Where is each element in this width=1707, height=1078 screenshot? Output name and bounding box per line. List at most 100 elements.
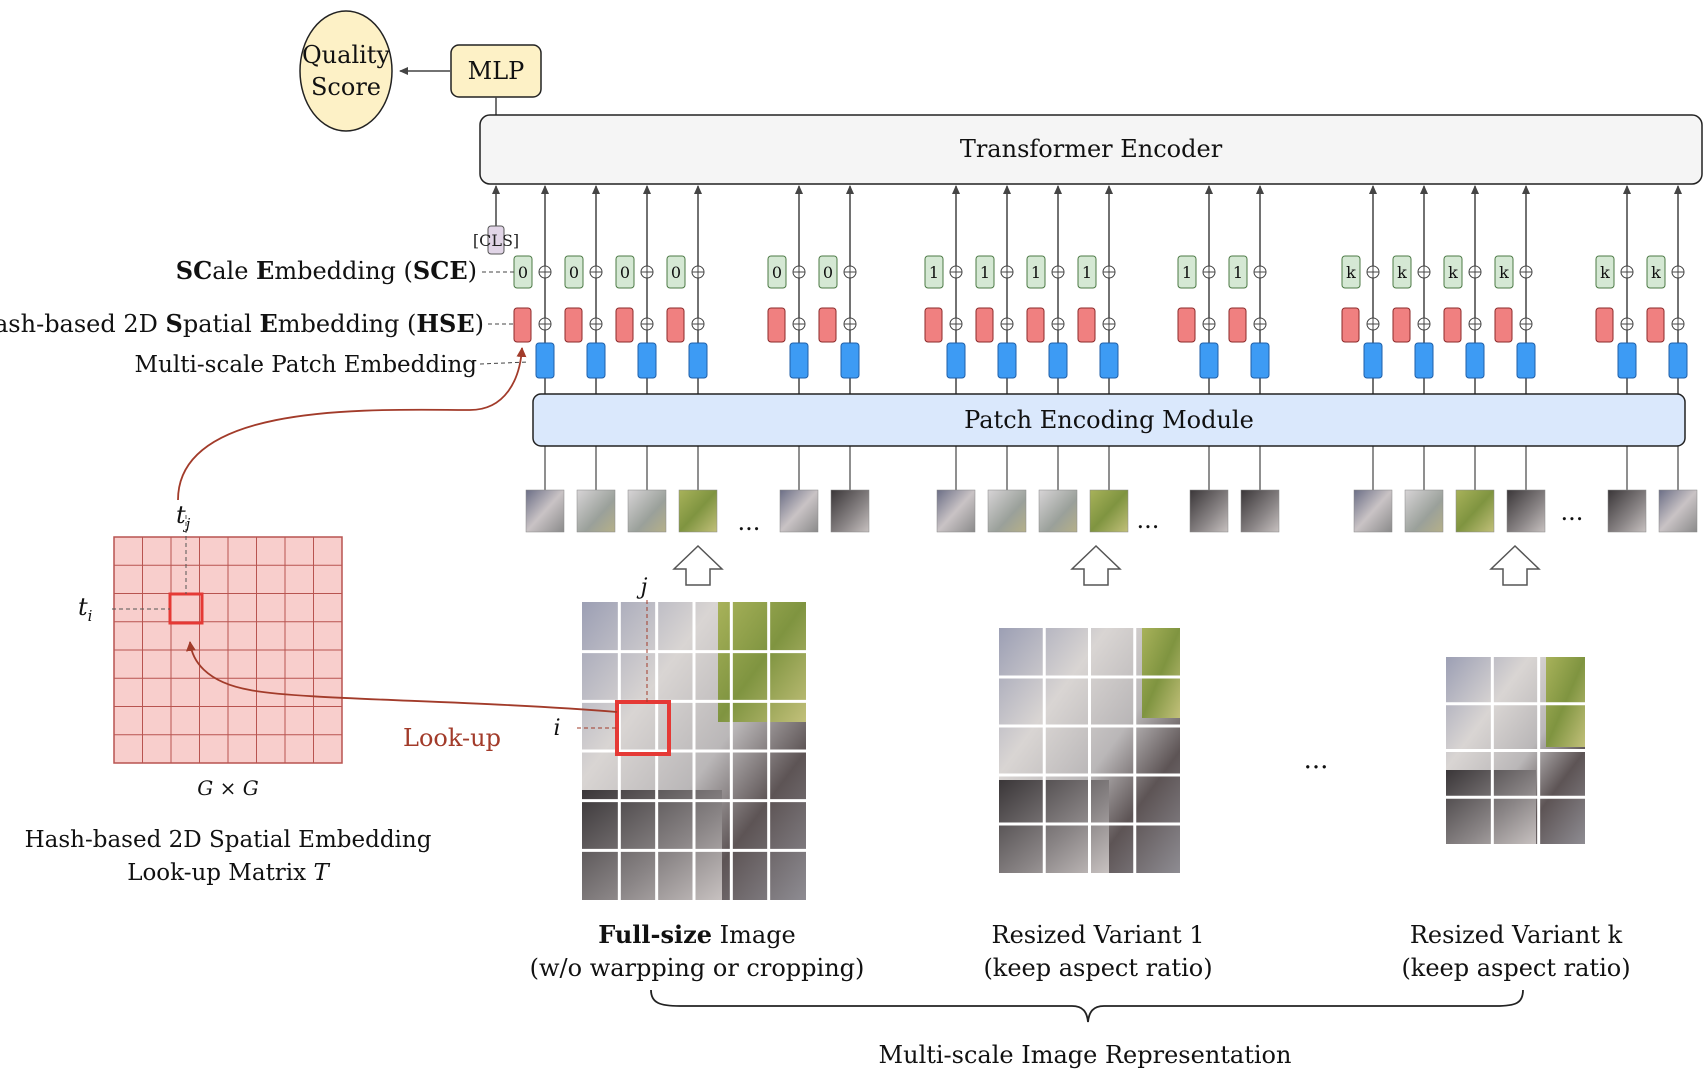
hse-plus-icon (1621, 318, 1633, 330)
token-column-variant1-2: 1 (1026, 185, 1068, 490)
hse-plus-icon (793, 318, 805, 330)
transformer-encoder: Transformer Encoder (479, 114, 1703, 185)
hse-plus-icon (692, 318, 704, 330)
sce-plus-icon (1672, 266, 1684, 278)
sce-token (1177, 255, 1197, 289)
sce-token-index: 0 (772, 263, 782, 282)
variant-ellipsis: ... (1304, 745, 1329, 775)
transformer-label: Transformer Encoder (960, 135, 1223, 163)
token-column-full-3: 0 (666, 185, 708, 490)
vk-caption-line1: Resized Variant k (1410, 921, 1623, 949)
sce-label: SCale Embedding (SCE) (176, 256, 477, 285)
sce-plus-icon (950, 266, 962, 278)
sce-token-index: 0 (518, 263, 528, 282)
patch-embedding-token (586, 342, 606, 379)
hse-plus-icon (950, 318, 962, 330)
sce-token (767, 255, 787, 289)
patch-encoding-label: Patch Encoding Module (964, 406, 1254, 434)
token-column-full-1: 0 (564, 185, 606, 490)
mlp-node: MLP (450, 44, 542, 98)
v1-caption-line1: Resized Variant 1 (992, 921, 1205, 949)
hse-token (1443, 307, 1462, 343)
token-column-variantk-2: k (1443, 185, 1485, 490)
token-column-variantk-5: k (1646, 185, 1688, 490)
token-column-full-5: 0 (818, 185, 860, 490)
patch-embedding-token (1465, 342, 1485, 379)
quality-score-node: Quality Score (299, 10, 393, 132)
hse-token (1494, 307, 1513, 343)
highlighted-patch (615, 700, 671, 756)
mpe-label: Multi-scale Patch Embedding (135, 352, 478, 378)
quality-score-line1: Quality (302, 41, 390, 69)
hse-token (1646, 307, 1665, 343)
patch-embedding-token (1617, 342, 1637, 379)
patch-embedding-token (637, 342, 657, 379)
full-size-image (582, 602, 806, 900)
patch-embedding-token (1048, 342, 1068, 379)
lookup-label: Look-up (403, 724, 501, 752)
sce-token (818, 255, 838, 289)
hse-token (1026, 307, 1045, 343)
patch-encoding-module: Patch Encoding Module (532, 393, 1686, 447)
matrix-grid-lines (114, 537, 342, 763)
up-arrow-v1 (1070, 544, 1122, 586)
patch-thumbnail (1658, 489, 1698, 533)
patch-thumbnail (1455, 489, 1495, 533)
patch-embedding-token (1516, 342, 1536, 379)
sce-plus-icon (1254, 266, 1266, 278)
lookup-arrow (186, 641, 618, 713)
mpe-dash (479, 361, 529, 365)
sce-token (1443, 255, 1463, 289)
sce-token (1494, 255, 1514, 289)
matrix-size-label: G × G (197, 776, 258, 800)
sce-plus-icon (590, 266, 602, 278)
sce-token (1646, 255, 1666, 289)
sce-plus-icon (1203, 266, 1215, 278)
hash-matrix (113, 536, 343, 764)
token-column-variant1-4: 1 (1177, 185, 1219, 490)
hse-token (1595, 307, 1614, 343)
bottom-brace (650, 989, 1524, 1023)
tj-label: tj (176, 501, 191, 533)
sce-token-index: 0 (671, 263, 681, 282)
token-column-variantk-3: k (1494, 185, 1536, 490)
hse-plus-icon (641, 318, 653, 330)
mlp-label: MLP (468, 57, 525, 85)
sce-token (975, 255, 995, 289)
hse-plus-icon (590, 318, 602, 330)
sce-token-index: k (1499, 263, 1509, 282)
hse-plus-icon (1254, 318, 1266, 330)
patch-thumbnail (1404, 489, 1444, 533)
sce-token-index: 1 (1233, 263, 1243, 282)
up-arrow-full (672, 544, 724, 586)
sce-token-index: 0 (569, 263, 579, 282)
hse-token (666, 307, 685, 343)
variantk-image (1446, 657, 1585, 844)
sce-token (1392, 255, 1412, 289)
v1-caption-line2: (keep aspect ratio) (983, 954, 1212, 982)
patch-thumbnail (987, 489, 1027, 533)
patch-thumbnail (936, 489, 976, 533)
sce-token (1341, 255, 1361, 289)
sce-plus-icon (1621, 266, 1633, 278)
sce-plus-icon (1367, 266, 1379, 278)
patch-embedding-token (1199, 342, 1219, 379)
quality-score-line2: Score (311, 73, 381, 101)
hse-token (1392, 307, 1411, 343)
patch-embedding-token (1099, 342, 1119, 379)
sce-token (666, 255, 686, 289)
hse-token (513, 307, 532, 343)
hse-token (818, 307, 837, 343)
sce-token-index: 1 (980, 263, 990, 282)
sce-token-index: k (1448, 263, 1458, 282)
patch-thumbnail (1353, 489, 1393, 533)
cls-label: [CLS] (473, 231, 519, 250)
token-column-full-4: 0 (767, 185, 809, 490)
patch-thumbnail (627, 489, 667, 533)
patch-thumbnail (525, 489, 565, 533)
hse-token (767, 307, 786, 343)
patch-embedding-token (1250, 342, 1270, 379)
token-column-full-2: 0 (615, 185, 657, 490)
sce-token-index: k (1600, 263, 1610, 282)
